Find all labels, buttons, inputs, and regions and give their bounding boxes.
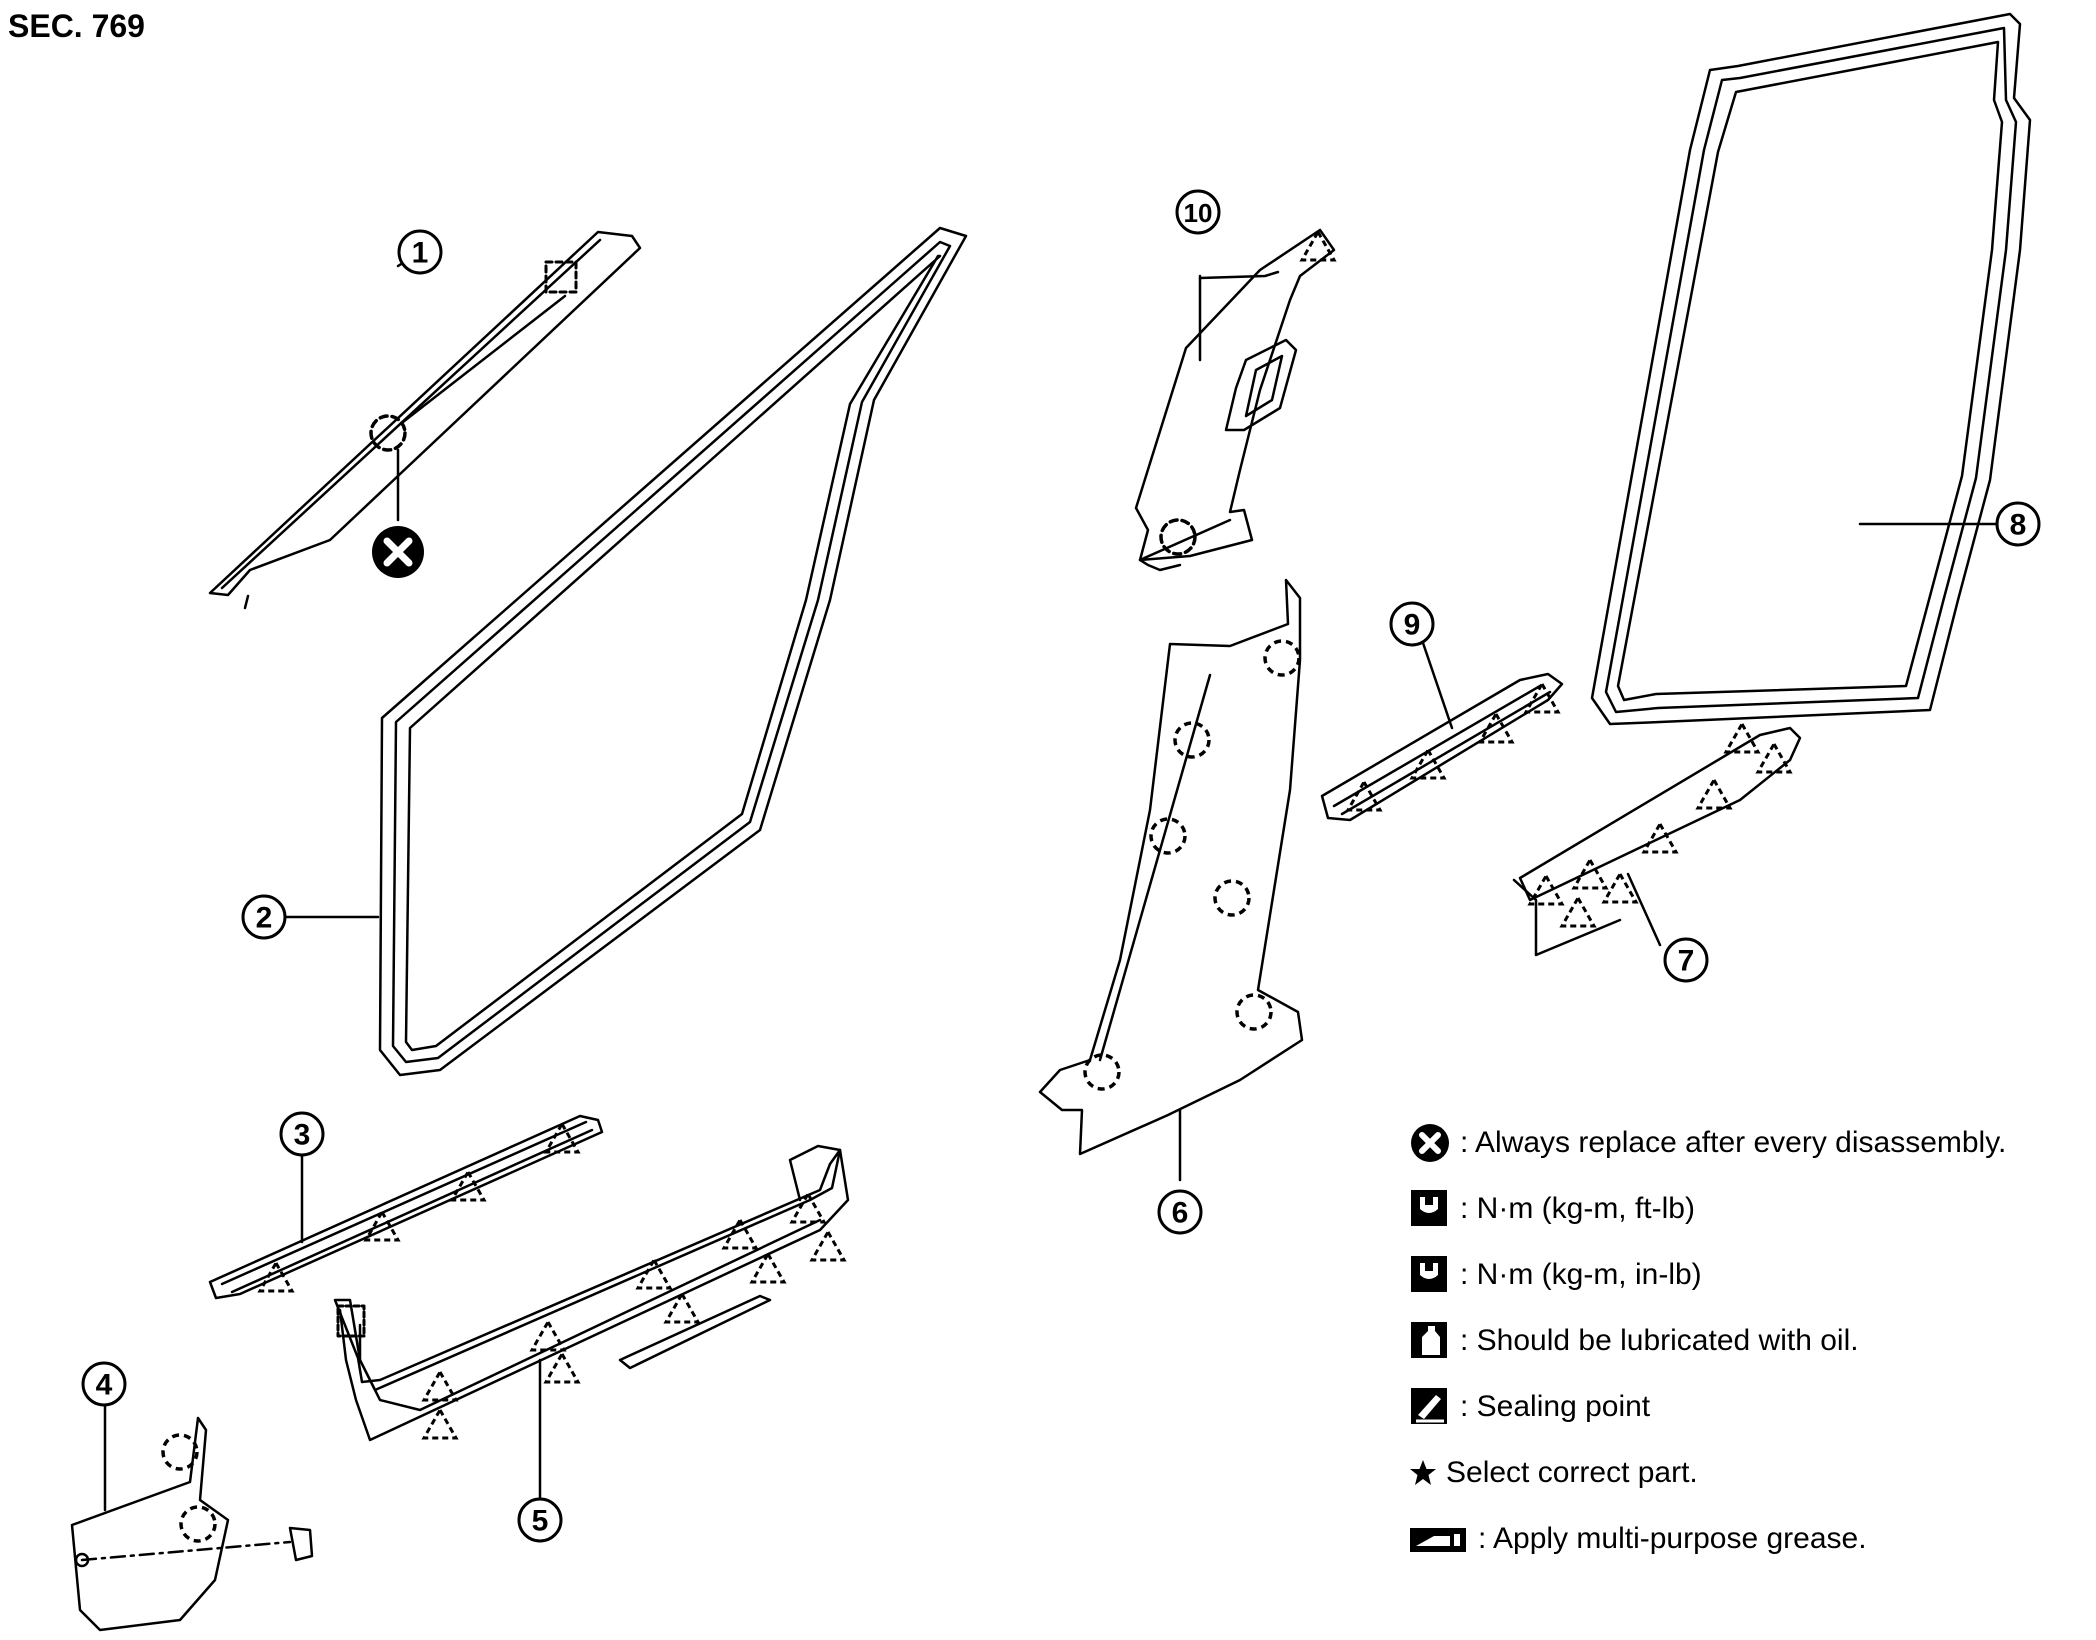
rear-kicking-plate [1512,726,1802,957]
front-door-weatherstrip [282,226,968,1077]
legend-text: : Should be lubricated with oil. [1460,1324,1859,1357]
legend-row-grease: : Apply multi-purpose grease. [1408,1506,2088,1572]
legend-text: : N·m (kg-m, ft-lb) [1460,1192,1695,1225]
grease-gun-icon [1410,1528,1466,1552]
always-replace-marker [372,526,424,578]
callout-3: 3 [279,1111,325,1157]
dash-side-finisher [70,1403,314,1632]
always-replace-icon [1411,1124,1449,1162]
svg-text:3: 3 [294,1119,311,1152]
callout-5: 5 [517,1497,563,1543]
svg-text:10: 10 [1184,198,1213,228]
center-pillar-upper-garnish [1134,228,1336,572]
rear-door-weatherstrip [1590,12,2032,726]
legend-text: : Always replace after every disassembly… [1460,1126,2007,1159]
symbol-legend: : Always replace after every disassembly… [1408,1110,2088,1572]
torque-ftlb-icon [1411,1190,1447,1226]
svg-text:1: 1 [412,237,429,270]
sealing-point-icon [1411,1388,1447,1424]
rear-kicking-plate-upper [1320,638,1564,822]
callout-8: 8 [1995,501,2041,547]
legend-row-torque-inlb: : N·m (kg-m, in-lb) [1408,1242,2088,1308]
legend-text: : Apply multi-purpose grease. [1478,1522,1867,1555]
legend-row-sealing: : Sealing point [1408,1374,2088,1440]
svg-text:2: 2 [256,902,273,935]
body-side-welt [333,1144,850,1502]
svg-text:4: 4 [96,1369,113,1402]
callout-9: 9 [1389,601,1435,647]
legend-row-always-replace: : Always replace after every disassembly… [1408,1110,2088,1176]
front-kicking-plate [208,1114,604,1300]
svg-text:7: 7 [1678,945,1695,978]
callout-6: 6 [1157,1189,1203,1235]
callout-1: 1 [397,229,443,275]
callout-10: 10 [1175,189,1221,235]
svg-text:6: 6 [1172,1197,1189,1230]
svg-text:8: 8 [2010,509,2027,542]
callout-2: 2 [241,894,287,940]
callout-7: 7 [1663,937,1709,983]
section-number: SEC. 769 [8,8,145,44]
center-pillar-lower-garnish [1038,578,1304,1182]
front-pillar-garnish [208,230,642,610]
star-icon [1410,1460,1436,1485]
legend-row-torque-ftlb: : N·m (kg-m, ft-lb) [1408,1176,2088,1242]
legend-row-select-part: Select correct part. [1408,1440,2088,1506]
svg-text:9: 9 [1404,609,1421,642]
oil-can-icon [1411,1322,1447,1358]
legend-row-lubricate: : Should be lubricated with oil. [1408,1308,2088,1374]
callout-4: 4 [81,1361,127,1407]
svg-text:5: 5 [532,1505,549,1538]
legend-text: : Sealing point [1460,1390,1651,1423]
circle-clip-markers [161,639,1301,1543]
torque-inlb-icon [1411,1256,1447,1292]
legend-text: : N·m (kg-m, in-lb) [1460,1258,1702,1291]
legend-text: Select correct part. [1446,1456,1698,1489]
